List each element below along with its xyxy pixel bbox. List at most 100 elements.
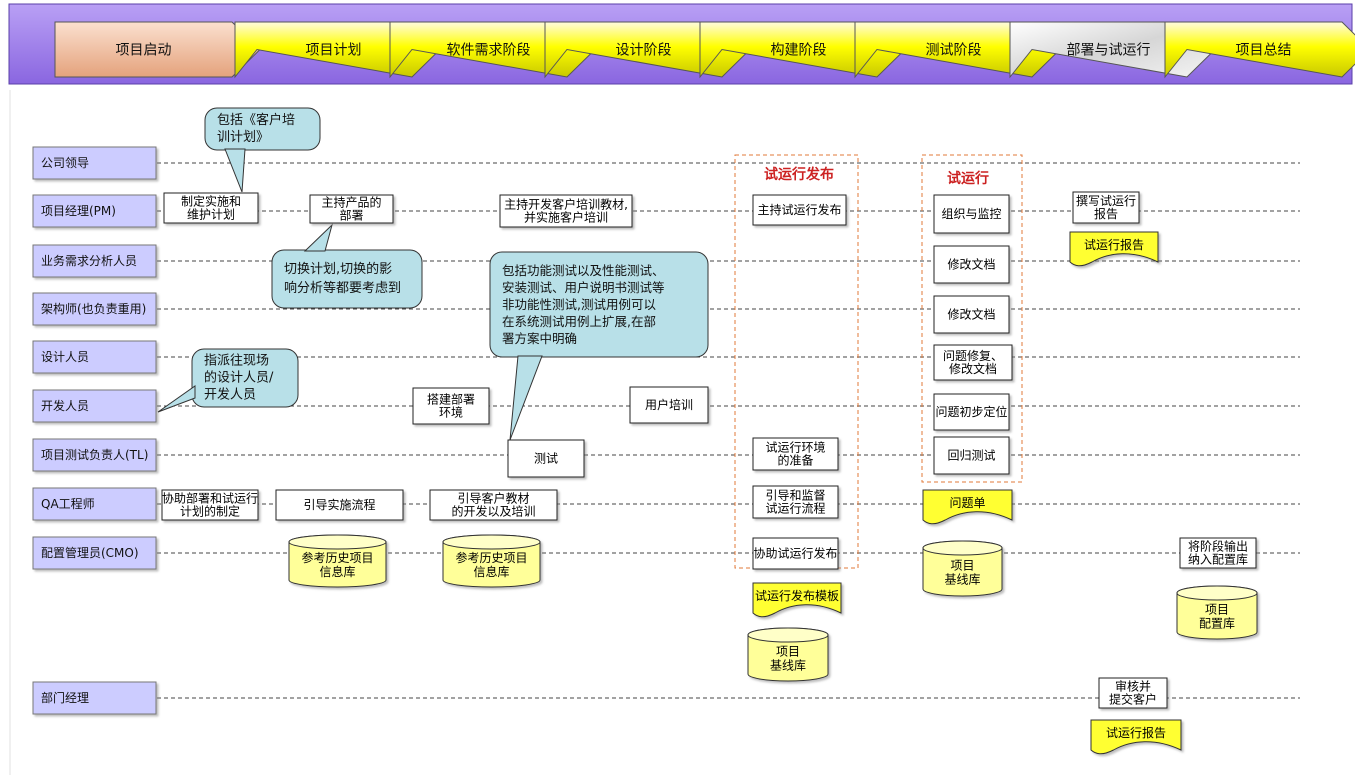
- database-label: 项目: [950, 559, 974, 573]
- task-box: [933, 194, 1010, 234]
- task-box: [933, 245, 1010, 284]
- role-label: 部门经理: [41, 690, 89, 705]
- task-box: [1179, 537, 1257, 569]
- task-pm-release: 主持试运行发布: [752, 194, 847, 226]
- task-trial-monitor: 组织与监控: [933, 194, 1010, 234]
- database-label: 基线库: [770, 658, 806, 673]
- task-label: 审核并: [1115, 679, 1151, 694]
- role-box: [32, 438, 157, 472]
- callout-text: 的设计人员/: [204, 370, 274, 386]
- task-label: 主持试运行发布: [757, 202, 841, 217]
- database-top: [747, 627, 829, 643]
- task-box: [412, 387, 490, 425]
- callout-text: 训计划》: [217, 130, 269, 145]
- role-box: [32, 681, 157, 715]
- callout-text: 指派往现场: [204, 354, 269, 369]
- role-label: 项目测试负责人(TL): [41, 447, 148, 462]
- task-box: [429, 489, 558, 521]
- task-box: [933, 393, 1010, 431]
- database-top: [442, 534, 541, 550]
- task-label: 主持产品的: [321, 195, 381, 210]
- task-label: 修改文档: [947, 257, 995, 272]
- task-label: 环境: [439, 405, 463, 420]
- swimlane: 架构师(也负责重用): [32, 292, 1300, 326]
- document-shape: [922, 489, 1013, 525]
- task-box: [161, 489, 259, 521]
- document-shape: [1069, 231, 1159, 267]
- database-top: [922, 540, 1003, 556]
- task-label: 搭建部署: [427, 392, 475, 407]
- database-label: 配置库: [1199, 616, 1235, 631]
- role-box: [32, 194, 157, 228]
- group-title: 试运行发布: [764, 166, 834, 183]
- role-label: 设计人员: [41, 350, 89, 364]
- task-box: [752, 537, 839, 570]
- task-design-fix: 问题修复、修改文档: [933, 344, 1013, 381]
- task-box: [1098, 677, 1168, 709]
- callout-test-scope: 包括功能测试以及性能测试、安装测试、用户说明书测试等非功能性测试,测试用例可以在…: [489, 251, 709, 441]
- task-label: 修改文档: [947, 307, 995, 322]
- callout-bubble: [204, 107, 321, 151]
- swimlane: 开发人员: [32, 389, 1300, 423]
- phase-label: 设计阶段: [616, 43, 672, 59]
- task-label: 的准备: [777, 453, 813, 468]
- callout-text: 切换计划,切换的影: [284, 261, 392, 277]
- document-trial-report-2: 试运行报告: [1090, 719, 1182, 755]
- document-trial-report-1: 试运行报告: [1069, 231, 1159, 267]
- callout-text: 包括《客户培: [217, 112, 295, 128]
- callout-pointer: [509, 355, 543, 441]
- group-title: 试运行: [947, 170, 989, 187]
- group-border: [921, 154, 1023, 483]
- database-top: [288, 534, 387, 550]
- task-label: 主持开发客户培训教材,: [504, 197, 628, 212]
- task-label: 引导和监督: [765, 488, 825, 503]
- swimlane: 公司领导: [32, 146, 1300, 180]
- callout-text: 安装测试、用户说明书测试等: [502, 280, 665, 295]
- database-label: 项目: [776, 645, 800, 659]
- task-box: [1072, 191, 1140, 224]
- task-label: 纳入配置库: [1188, 552, 1248, 567]
- task-dev-locate: 问题初步定位: [933, 393, 1010, 431]
- task-box: [275, 489, 404, 521]
- database-label: 基线库: [944, 572, 980, 587]
- task-label: 制定实施和: [181, 194, 241, 209]
- database-label: 信息库: [473, 564, 509, 579]
- database-label: 参考历史项目: [301, 550, 373, 565]
- task-ba-doc: 修改文档: [933, 245, 1010, 284]
- task-label: 并实施客户培训: [524, 210, 608, 225]
- phase-label: 项目总结: [1236, 43, 1292, 59]
- callout-text: 非功能性测试,测试用例可以: [502, 297, 656, 312]
- task-label: 协助部署和试运行: [162, 491, 258, 506]
- database-top: [1176, 585, 1258, 601]
- document-label: 试运行报告: [1106, 725, 1166, 740]
- role-label: 业务需求分析人员: [41, 253, 137, 268]
- callout-bubble: [271, 249, 423, 309]
- swimlane: 项目测试负责人(TL): [32, 438, 1300, 472]
- task-tl-test: 测试: [507, 439, 585, 478]
- task-label: 撰写试运行: [1076, 193, 1136, 208]
- task-qa-guide: 引导实施流程: [275, 489, 404, 521]
- phase-step: 项目总结: [1164, 21, 1355, 79]
- role-box: [32, 146, 157, 180]
- task-label: 回归测试: [947, 448, 995, 463]
- task-label: 测试: [534, 451, 558, 466]
- task-label: 计划的制定: [180, 504, 240, 519]
- phase-step: 部署与试运行: [1009, 21, 1216, 79]
- role-label: 项目经理(PM): [41, 204, 116, 218]
- callout-bubble: [191, 348, 299, 408]
- callout-pointer: [303, 223, 333, 252]
- callout-text: 署方案中明确: [502, 331, 577, 346]
- task-label: 试运行流程: [765, 501, 825, 516]
- task-label: 的开发以及培训: [451, 504, 535, 519]
- callout-text: 在系统测试用例上扩展,在部: [502, 314, 656, 329]
